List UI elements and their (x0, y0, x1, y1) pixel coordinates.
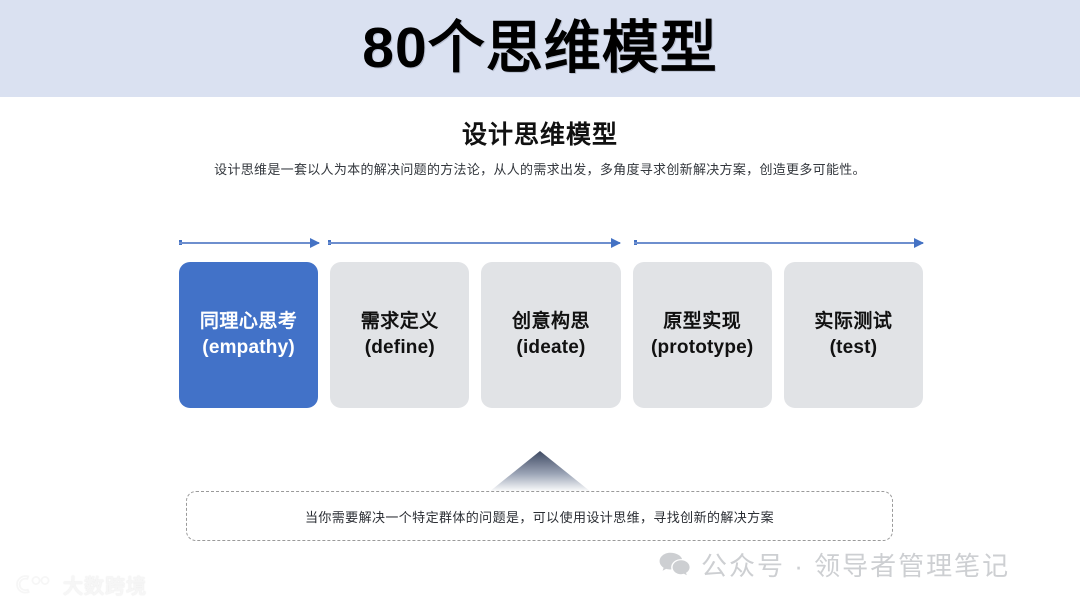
stage-card-label-cn: 同理心思考 (199, 311, 298, 333)
stage-card-label-cn: 创意构思 (512, 311, 591, 333)
stage-card-label-cn: 需求定义 (360, 311, 439, 333)
stage-card-label-en: (test) (829, 337, 878, 358)
brand-watermark-text: 公众号 · 领导者管理笔记 (701, 551, 1011, 581)
page-title: 80个思维模型 (362, 16, 718, 80)
stage-card-prototype[interactable]: 原型实现 (prototype) (632, 262, 772, 408)
arrow-stage-2-3 (328, 238, 621, 248)
arrow-line (179, 242, 319, 244)
stage-card-ideate[interactable]: 创意构思 (ideate) (481, 262, 621, 408)
section-description: 设计思维是一套以人为本的解决问题的方法论，从人的需求出发，多角度寻求创新解决方案… (214, 162, 866, 177)
process-arrow-row (0, 232, 1080, 254)
wechat-icon (659, 552, 690, 576)
stage-card-label-cn: 实际测试 (814, 311, 893, 333)
callout-text: 当你需要解决一个特定群体的问题是，可以使用设计思维，寻找创新的解决方案 (304, 509, 774, 525)
arrow-stage-4-5 (634, 238, 924, 248)
arrow-line (634, 242, 923, 244)
stage-card-label-cn: 原型实现 (663, 311, 742, 333)
brand-watermark: 公众号 · 领导者管理笔记 (659, 546, 1010, 583)
header-band: 80个思维模型 (0, 0, 1080, 97)
stage-card-empathy[interactable]: 同理心思考 (empathy) (179, 262, 319, 408)
arrow-head-icon (914, 238, 924, 248)
logo-mark-icon (16, 574, 50, 594)
stage-card-define[interactable]: 需求定义 (define) (330, 262, 470, 408)
up-chevron-icon (489, 451, 591, 492)
stage-card-label-en: (define) (364, 337, 435, 358)
arrow-line (328, 242, 620, 244)
section-title: 设计思维模型 (461, 121, 618, 149)
stage-card-test[interactable]: 实际测试 (test) (783, 262, 924, 408)
stage-card-row: 同理心思考 (empathy) 需求定义 (define) 创意构思 (idea… (179, 262, 924, 408)
stage-card-label-en: (empathy) (202, 337, 295, 358)
site-logo-watermark: 大数跨境 (12, 570, 147, 599)
site-logo-text: 大数跨境 (63, 576, 147, 598)
stage-card-label-en: (prototype) (650, 337, 754, 358)
arrow-stage-1 (179, 238, 320, 248)
callout-box: 当你需要解决一个特定群体的问题是，可以使用设计思维，寻找创新的解决方案 (186, 491, 893, 541)
stage-card-label-en: (ideate) (516, 337, 586, 358)
arrow-head-icon (310, 238, 320, 248)
arrow-head-icon (611, 238, 621, 248)
